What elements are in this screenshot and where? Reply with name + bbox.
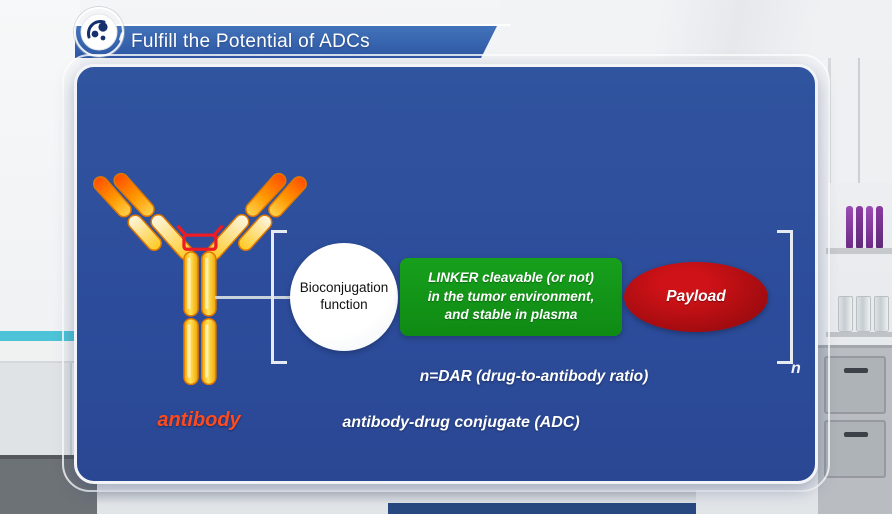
adc-caption-text: antibody-drug conjugate (ADC) xyxy=(342,414,580,431)
beaker xyxy=(856,296,871,332)
antibody-illustration xyxy=(92,172,307,386)
lab-counter-left xyxy=(0,341,80,363)
molecule-logo-icon xyxy=(80,13,118,51)
drawer xyxy=(824,356,886,414)
reagent-bottle xyxy=(856,206,863,248)
bracket-subscript-n: n xyxy=(791,360,801,377)
bracket-left xyxy=(271,230,287,364)
linker-box: LINKER cleavable (or not) in the tumor e… xyxy=(400,258,622,336)
panel-shadow xyxy=(96,490,696,504)
lab-teal-strip xyxy=(0,331,82,341)
conjugation-connector-line xyxy=(215,296,293,299)
drawer xyxy=(824,420,886,478)
beaker xyxy=(874,296,889,332)
drawer-handle xyxy=(844,368,868,373)
reagent-bottle xyxy=(876,206,883,248)
bracket-right xyxy=(777,230,793,364)
lab-cabinet-left xyxy=(0,363,72,458)
lab-shelf xyxy=(826,332,892,337)
dar-definition-text: n=DAR (drug-to-antibody ratio) xyxy=(419,368,649,385)
antibody-label: antibody xyxy=(157,409,241,431)
slide-title: Fulfill the Potential of ADCs xyxy=(131,31,370,52)
payload-node: Payload xyxy=(624,262,768,332)
lab-ceiling xyxy=(500,0,892,60)
slide-title-banner: Fulfill the Potential of ADCs xyxy=(75,26,497,58)
reagent-bottle xyxy=(866,206,873,248)
reagent-bottle xyxy=(846,206,853,248)
linker-line-1: LINKER cleavable (or not) xyxy=(428,269,594,285)
hinge-bonds xyxy=(176,225,224,251)
payload-label: Payload xyxy=(666,288,726,305)
logo-ring xyxy=(74,7,124,57)
bioconjugation-node: Bioconjugation function xyxy=(290,243,398,351)
linker-line-2: in the tumor environment, xyxy=(427,288,595,304)
panel-frame xyxy=(62,54,830,492)
bioconjugation-label: Bioconjugation function xyxy=(299,280,389,312)
adc-diagram-panel: antibody n Bioconjugation function LINKE… xyxy=(74,64,818,484)
drawer-handle xyxy=(844,432,868,437)
lab-glass-cabinet-frame xyxy=(858,58,860,183)
beaker xyxy=(838,296,853,332)
linker-line-3: and stable in plasma xyxy=(444,307,578,323)
lab-glass-cabinet xyxy=(828,58,892,183)
lab-bench-front xyxy=(388,503,696,514)
lab-shelf xyxy=(826,248,892,254)
